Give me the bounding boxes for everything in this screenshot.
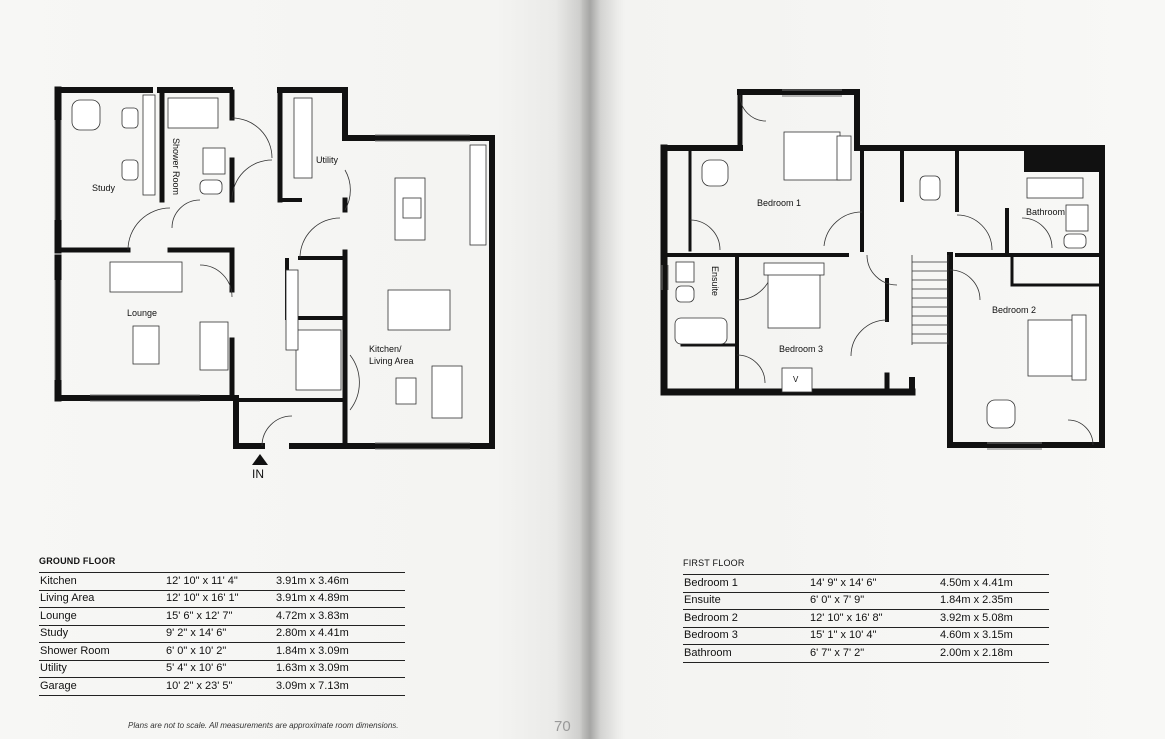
entrance-label: IN bbox=[252, 467, 264, 481]
bathroom-label: Bathroom bbox=[1026, 207, 1065, 217]
scale-disclaimer: Plans are not to scale. All measurements… bbox=[128, 721, 399, 730]
cupboard-label: V bbox=[793, 375, 799, 384]
entrance-arrow-icon bbox=[252, 454, 268, 465]
bedroom3-label: Bedroom 3 bbox=[779, 344, 823, 354]
room-name: Bedroom 2 bbox=[683, 609, 809, 628]
room-metric: 4.60m x 3.15m bbox=[939, 627, 1049, 645]
room-metric: 4.50m x 4.41m bbox=[939, 574, 1049, 593]
room-name: Ensuite bbox=[683, 592, 809, 610]
room-name: Lounge bbox=[39, 607, 165, 626]
room-imperial: 6' 7" x 7' 2" bbox=[809, 644, 939, 663]
room-metric: 1.63m x 3.09m bbox=[275, 660, 405, 678]
room-metric: 4.72m x 3.83m bbox=[275, 607, 405, 626]
first-floor-plan: Bedroom 1 Bedroom 2 Bedroom 3 Ensuite Ba… bbox=[660, 89, 1105, 450]
ground-floor-plan: Study Shower Room Utility Lounge Kitchen… bbox=[54, 86, 495, 481]
room-metric: 1.84m x 2.35m bbox=[939, 592, 1049, 610]
lounge-label: Lounge bbox=[127, 308, 157, 318]
room-imperial: 15' 6" x 12' 7" bbox=[165, 607, 275, 626]
ensuite-label: Ensuite bbox=[710, 266, 720, 296]
bedroom2-label: Bedroom 2 bbox=[992, 305, 1036, 315]
ground-floor-title: GROUND FLOOR bbox=[39, 556, 116, 566]
page-number: 70 bbox=[554, 718, 571, 735]
room-metric: 2.00m x 2.18m bbox=[939, 644, 1049, 663]
room-imperial: 15' 1" x 10' 4" bbox=[809, 627, 939, 645]
room-name: Utility bbox=[39, 660, 165, 678]
room-metric: 3.91m x 3.46m bbox=[275, 572, 405, 591]
book-spine-shadow bbox=[555, 0, 625, 739]
room-imperial: 14' 9" x 14' 6" bbox=[809, 574, 939, 593]
staircase bbox=[911, 255, 949, 345]
room-name: Shower Room bbox=[39, 642, 165, 661]
room-imperial: 6' 0" x 7' 9" bbox=[809, 592, 939, 610]
kitchen-label-line1: Kitchen/ bbox=[369, 344, 402, 354]
room-metric: 3.91m x 4.89m bbox=[275, 590, 405, 608]
room-imperial: 12' 10" x 16' 8" bbox=[809, 609, 939, 628]
room-name: Bedroom 1 bbox=[683, 574, 809, 593]
first-floor-title: FIRST FLOOR bbox=[683, 558, 745, 568]
room-name: Study bbox=[39, 625, 165, 643]
room-imperial: 10' 2" x 23' 5" bbox=[165, 677, 275, 696]
shower-room-label: Shower Room bbox=[171, 138, 181, 195]
study-label: Study bbox=[92, 183, 116, 193]
bedroom1-label: Bedroom 1 bbox=[757, 198, 801, 208]
utility-label: Utility bbox=[316, 155, 338, 165]
room-name: Bedroom 3 bbox=[683, 627, 809, 645]
room-imperial: 6' 0" x 10' 2" bbox=[165, 642, 275, 661]
room-name: Garage bbox=[39, 677, 165, 696]
room-metric: 2.80m x 4.41m bbox=[275, 625, 405, 643]
room-imperial: 9' 2" x 14' 6" bbox=[165, 625, 275, 643]
room-name: Living Area bbox=[39, 590, 165, 608]
kitchen-label-line2: Living Area bbox=[369, 356, 414, 366]
room-imperial: 12' 10" x 16' 1" bbox=[165, 590, 275, 608]
room-metric: 3.09m x 7.13m bbox=[275, 677, 405, 696]
room-imperial: 5' 4" x 10' 6" bbox=[165, 660, 275, 678]
room-imperial: 12' 10" x 11' 4" bbox=[165, 572, 275, 591]
room-metric: 1.84m x 3.09m bbox=[275, 642, 405, 661]
room-name: Kitchen bbox=[39, 572, 165, 591]
room-name: Bathroom bbox=[683, 644, 809, 663]
room-metric: 3.92m x 5.08m bbox=[939, 609, 1049, 628]
